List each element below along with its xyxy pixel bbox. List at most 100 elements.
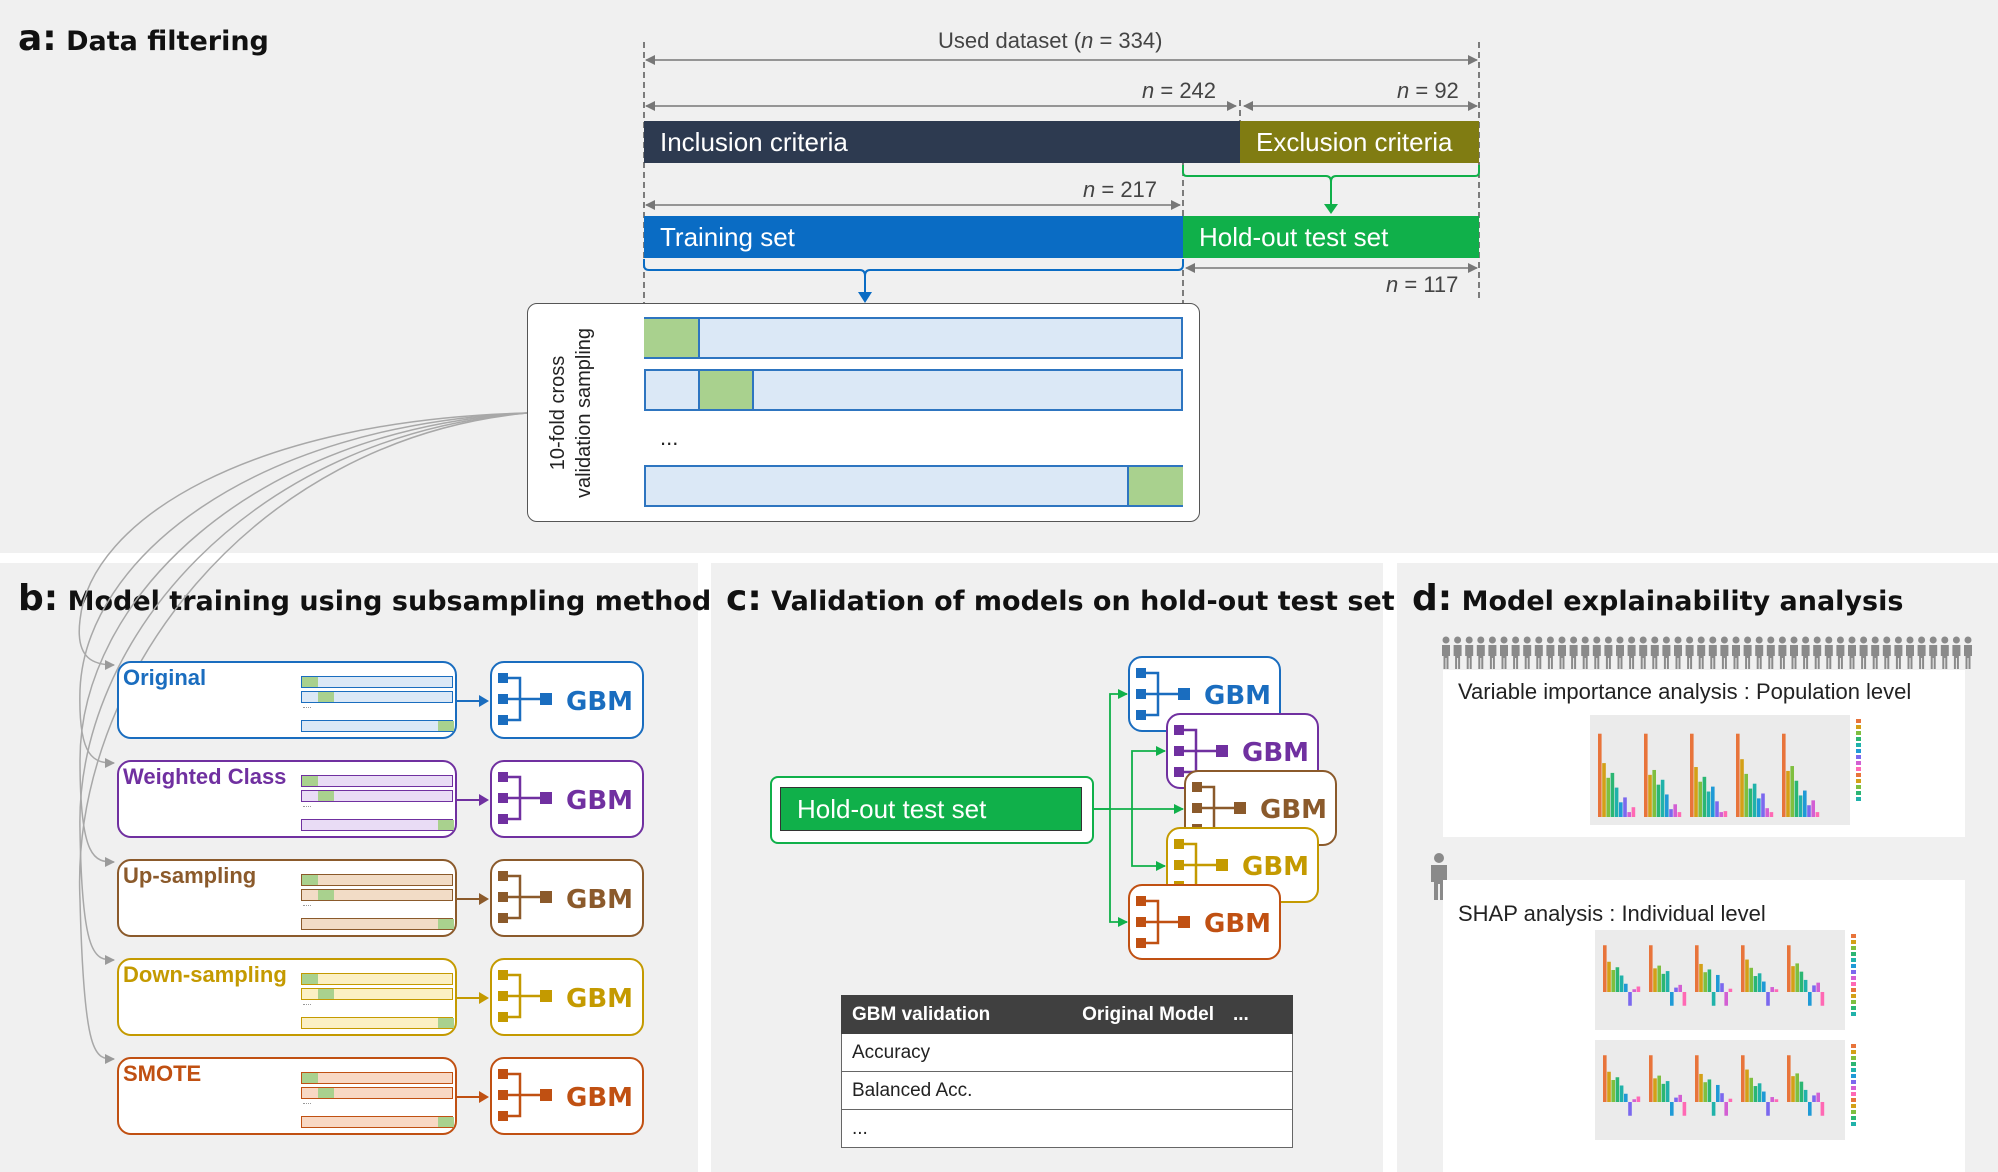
gbm-label: GBM	[566, 786, 634, 816]
mini-chart-bar	[1766, 1102, 1770, 1116]
mini-chart-bar	[1753, 976, 1758, 992]
mini-chart-legend-key	[1856, 731, 1861, 735]
mini-chart-legend-key	[1851, 1080, 1856, 1084]
method-to-gbm-arrow	[457, 893, 489, 905]
mini-chart-bar	[1698, 781, 1702, 817]
mini-chart-bar	[1720, 983, 1724, 992]
mini-fold-green	[318, 989, 334, 999]
mini-chart-bar	[1699, 963, 1703, 992]
holdout-test-set-bar: Hold-out test set	[1183, 216, 1479, 258]
mini-fold-bar	[301, 918, 454, 930]
panel-a-letter: a:	[18, 18, 57, 59]
population-person-icon	[1627, 636, 1636, 669]
mini-ellipsis	[303, 1004, 311, 1007]
population-person-icon	[1964, 636, 1972, 669]
mini-chart-bar	[1648, 774, 1652, 817]
method-card: SMOTE	[117, 1057, 457, 1135]
method-card: Up-sampling	[117, 859, 457, 937]
mini-chart-bar	[1602, 763, 1606, 817]
population-person-icon	[1848, 636, 1856, 669]
mini-chart-legend-key	[1851, 958, 1856, 962]
mini-chart-bar	[1752, 783, 1757, 817]
population-person-icon	[1453, 636, 1462, 669]
mini-chart-bar	[1774, 989, 1779, 992]
mini-fold-green	[438, 919, 454, 929]
population-person-icon	[1523, 636, 1532, 669]
mini-chart-bar	[1624, 1093, 1628, 1102]
gbm-label: GBM	[1242, 738, 1310, 768]
mini-chart-bar	[1706, 791, 1711, 817]
population-person-icon	[1500, 636, 1508, 669]
mini-chart-legend-key	[1856, 785, 1861, 789]
mini-chart-legend-key	[1851, 970, 1856, 974]
population-person-icon	[1465, 636, 1474, 669]
gbm-label: GBM	[1260, 795, 1328, 825]
population-person-icon	[1766, 636, 1775, 669]
mini-chart-bar	[1665, 1081, 1670, 1102]
table-header-cell: GBM validation	[840, 995, 1073, 1034]
population-person-icon	[1836, 636, 1845, 669]
gbm-label: GBM	[566, 1083, 634, 1113]
population-person-icon	[1778, 636, 1787, 669]
n-242-label: n = 242	[1142, 78, 1217, 103]
mini-chart-bar	[1623, 797, 1627, 817]
mini-chart-bar	[1791, 966, 1795, 992]
mini-fold-green	[318, 890, 334, 900]
mini-chart-bar	[1607, 1071, 1611, 1102]
mini-fold-green	[438, 820, 454, 830]
mini-chart-bar	[1803, 1089, 1808, 1102]
population-person-icon	[1859, 636, 1868, 669]
mini-fold-green	[302, 677, 318, 687]
mini-chart-bar	[1762, 981, 1766, 992]
mini-chart-bar	[1736, 733, 1740, 817]
mini-chart-bar	[1724, 992, 1728, 1006]
mini-ellipsis	[303, 806, 311, 809]
mini-chart-bar	[1690, 733, 1694, 817]
panel-a-title-text: Data filtering	[66, 26, 269, 57]
mini-chart-bar	[1769, 812, 1774, 817]
mini-chart-legend-key	[1851, 1110, 1856, 1114]
mini-chart-bar	[1808, 1102, 1812, 1116]
mini-chart-legend-key	[1851, 1092, 1856, 1096]
mini-chart-bar	[1611, 970, 1615, 992]
gbm-model-box: GBM	[490, 1057, 644, 1135]
population-person-icon	[1697, 636, 1706, 669]
gbm-label: GBM	[1204, 909, 1272, 939]
population-person-icon	[1743, 636, 1752, 669]
mini-chart-legend-key	[1851, 1068, 1856, 1072]
mini-chart-bar	[1661, 973, 1666, 992]
mini-chart-bar	[1632, 989, 1636, 992]
mini-chart-bar	[1656, 784, 1661, 817]
variable-importance-chart	[1590, 715, 1861, 825]
table-header-cell: Original Model	[1071, 995, 1293, 1034]
mini-chart-bar	[1614, 787, 1619, 817]
mini-chart-bar	[1665, 971, 1670, 992]
mini-chart-bar	[1674, 987, 1678, 992]
mini-chart-bar	[1673, 804, 1677, 817]
mini-chart-bar	[1682, 1102, 1687, 1116]
panel-b-title-text: Model training using subsampling methods	[67, 586, 728, 617]
method-label: Weighted Class	[123, 764, 287, 789]
mini-chart-bar	[1624, 983, 1628, 992]
training-set-bar: Training set	[644, 216, 1183, 258]
population-person-icon	[1940, 636, 1949, 669]
mini-chart-bar	[1770, 1097, 1774, 1102]
mini-chart-legend-key	[1851, 1116, 1856, 1120]
mini-chart-bar	[1631, 807, 1636, 817]
mini-chart-bar	[1657, 965, 1661, 992]
mini-chart-bar	[1799, 1081, 1804, 1102]
mini-chart-bar	[1707, 969, 1712, 992]
mini-chart-bar	[1678, 984, 1682, 992]
mini-chart-legend-key	[1856, 791, 1861, 795]
mini-chart-bar	[1694, 767, 1698, 817]
mini-chart-bar	[1661, 1083, 1666, 1102]
mini-chart-legend-key	[1856, 755, 1861, 759]
used-dataset-label: Used dataset (n = 334)	[938, 28, 1163, 53]
mini-chart-bar	[1657, 1075, 1661, 1102]
mini-chart-bar	[1715, 801, 1719, 817]
mini-chart-bar	[1762, 1091, 1766, 1102]
population-person-icon	[1558, 636, 1566, 669]
mini-fold-bar	[301, 1072, 453, 1084]
cv-fold-2	[644, 369, 1183, 411]
